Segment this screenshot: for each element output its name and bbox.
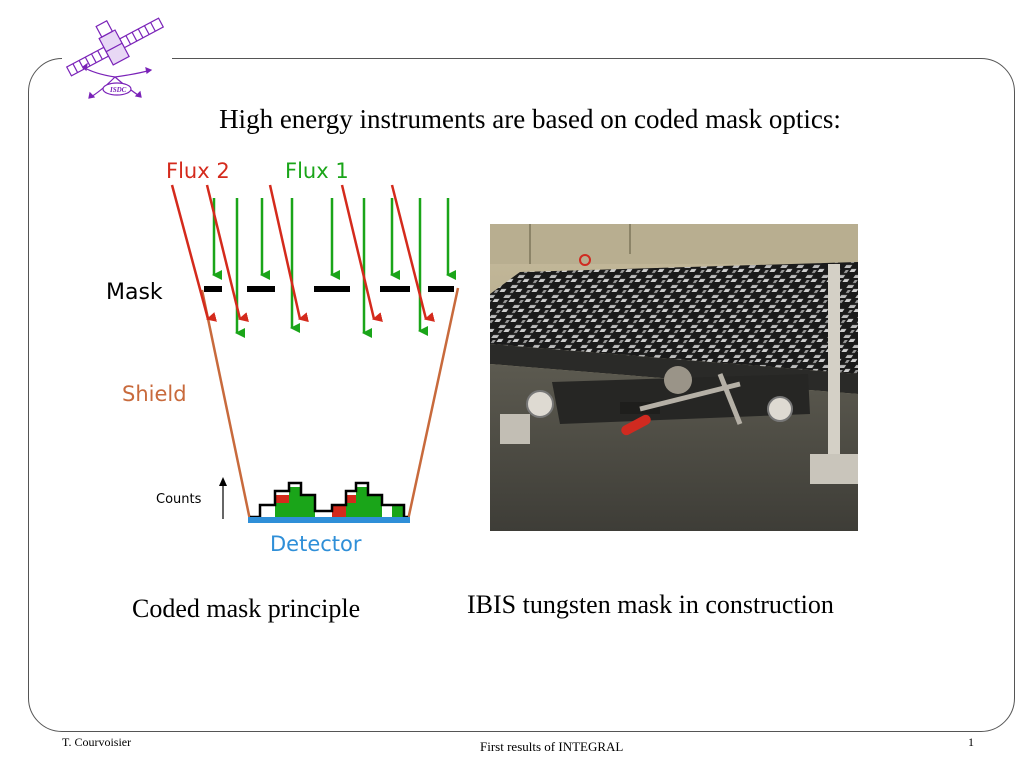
slide-frame: [28, 58, 1015, 732]
flux2-arrows: [170, 184, 435, 323]
page-number: 1: [968, 735, 974, 749]
detector-label: Detector: [270, 532, 362, 556]
slide-title: High energy instruments are based on cod…: [219, 104, 841, 134]
coded-mask-diagram: Flux 2 Flux 1 Mask Shield Counts Detecto…: [92, 143, 478, 583]
isdc-satellite-logo: ISDC: [65, 17, 165, 99]
mask-elements: [204, 286, 454, 292]
count-histogram: [250, 481, 408, 519]
counts-label: Counts: [156, 492, 202, 507]
logo-text: ISDC: [109, 86, 127, 94]
shield-label: Shield: [122, 382, 187, 406]
ibis-mask-photo: [490, 224, 858, 531]
caption-ibis-mask: IBIS tungsten mask in construction: [467, 590, 834, 619]
flux1-label: Flux 1: [285, 159, 349, 183]
caption-coded-mask-principle: Coded mask principle: [132, 594, 361, 623]
mask-label: Mask: [106, 280, 163, 305]
footer-author: T. Courvoisier: [62, 735, 132, 749]
flux2-label: Flux 2: [166, 159, 230, 183]
footer-presentation-title: First results of INTEGRAL: [480, 739, 624, 754]
detector-bar: [248, 517, 410, 523]
counts-arrow-icon: [219, 477, 227, 486]
shield-walls: [200, 287, 460, 521]
